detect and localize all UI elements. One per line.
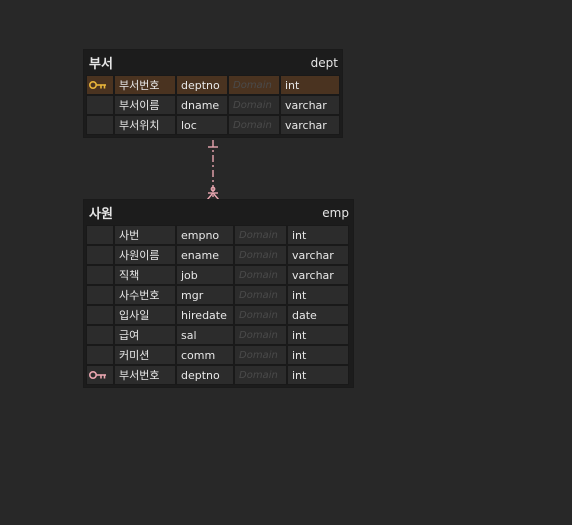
column-logical-name[interactable]: 부서이름 bbox=[114, 95, 176, 115]
column-data-type[interactable]: int bbox=[287, 225, 349, 245]
column-data-type[interactable]: varchar bbox=[280, 95, 340, 115]
column-domain[interactable]: Domain bbox=[234, 225, 287, 245]
column-data-type[interactable]: int bbox=[287, 325, 349, 345]
foreign-key-icon bbox=[86, 365, 114, 385]
table-emp[interactable]: 사원 emp 사번 empno Domain int 사원이름 ename Do… bbox=[84, 200, 353, 387]
key-cell bbox=[86, 95, 114, 115]
column-data-type[interactable]: date bbox=[287, 305, 349, 325]
table-row[interactable]: 사원이름 ename Domain varchar bbox=[86, 245, 351, 265]
column-logical-name[interactable]: 부서위치 bbox=[114, 115, 176, 135]
zero-circle-marker bbox=[210, 186, 216, 192]
column-physical-name[interactable]: ename bbox=[176, 245, 234, 265]
column-domain[interactable]: Domain bbox=[228, 115, 280, 135]
column-data-type[interactable]: int bbox=[287, 345, 349, 365]
column-domain[interactable]: Domain bbox=[234, 325, 287, 345]
table-row[interactable]: 커미션 comm Domain int bbox=[86, 345, 351, 365]
column-physical-name[interactable]: comm bbox=[176, 345, 234, 365]
column-logical-name[interactable]: 입사일 bbox=[114, 305, 176, 325]
column-data-type[interactable]: int bbox=[287, 285, 349, 305]
column-data-type[interactable]: varchar bbox=[287, 245, 349, 265]
table-logical-name: 사원 bbox=[89, 207, 113, 222]
column-domain[interactable]: Domain bbox=[234, 305, 287, 325]
table-row[interactable]: 입사일 hiredate Domain date bbox=[86, 305, 351, 325]
key-cell bbox=[86, 285, 114, 305]
column-physical-name[interactable]: hiredate bbox=[176, 305, 234, 325]
crows-foot-right bbox=[212, 192, 220, 201]
column-physical-name[interactable]: loc bbox=[176, 115, 228, 135]
key-cell bbox=[86, 115, 114, 135]
primary-key-icon bbox=[86, 75, 114, 95]
column-physical-name[interactable]: dname bbox=[176, 95, 228, 115]
table-logical-name: 부서 bbox=[89, 57, 113, 72]
column-domain[interactable]: Domain bbox=[228, 75, 280, 95]
key-cell bbox=[86, 225, 114, 245]
column-logical-name[interactable]: 급여 bbox=[114, 325, 176, 345]
column-logical-name[interactable]: 사원이름 bbox=[114, 245, 176, 265]
key-cell bbox=[86, 325, 114, 345]
table-physical-name: emp bbox=[322, 205, 349, 220]
table-header[interactable]: 부서 dept bbox=[84, 50, 342, 75]
column-data-type[interactable]: int bbox=[280, 75, 340, 95]
table-row[interactable]: 급여 sal Domain int bbox=[86, 325, 351, 345]
column-logical-name[interactable]: 커미션 bbox=[114, 345, 176, 365]
column-physical-name[interactable]: empno bbox=[176, 225, 234, 245]
column-logical-name[interactable]: 사번 bbox=[114, 225, 176, 245]
column-domain[interactable]: Domain bbox=[234, 245, 287, 265]
key-cell bbox=[86, 265, 114, 285]
column-domain[interactable]: Domain bbox=[234, 265, 287, 285]
table-physical-name: dept bbox=[310, 55, 338, 70]
column-logical-name[interactable]: 부서번호 bbox=[114, 365, 176, 385]
table-row[interactable]: 부서이름 dname Domain varchar bbox=[86, 95, 340, 115]
column-data-type[interactable]: varchar bbox=[287, 265, 349, 285]
column-physical-name[interactable]: deptno bbox=[176, 75, 228, 95]
key-cell bbox=[86, 345, 114, 365]
table-dept[interactable]: 부서 dept 부서번호 deptno Domain int bbox=[84, 50, 342, 137]
table-row[interactable]: 직책 job Domain varchar bbox=[86, 265, 351, 285]
table-row[interactable]: 부서번호 deptno Domain int bbox=[86, 365, 351, 385]
key-cell bbox=[86, 305, 114, 325]
column-logical-name[interactable]: 부서번호 bbox=[114, 75, 176, 95]
table-row[interactable]: 사번 empno Domain int bbox=[86, 225, 351, 245]
column-physical-name[interactable]: deptno bbox=[176, 365, 234, 385]
key-cell bbox=[86, 245, 114, 265]
column-physical-name[interactable]: mgr bbox=[176, 285, 234, 305]
column-physical-name[interactable]: job bbox=[176, 265, 234, 285]
table-header[interactable]: 사원 emp bbox=[84, 200, 353, 225]
column-logical-name[interactable]: 직책 bbox=[114, 265, 176, 285]
column-domain[interactable]: Domain bbox=[234, 365, 287, 385]
column-domain[interactable]: Domain bbox=[234, 345, 287, 365]
column-logical-name[interactable]: 사수번호 bbox=[114, 285, 176, 305]
table-row[interactable]: 부서위치 loc Domain varchar bbox=[86, 115, 340, 135]
column-data-type[interactable]: varchar bbox=[280, 115, 340, 135]
table-row[interactable]: 부서번호 deptno Domain int bbox=[86, 75, 340, 95]
table-row[interactable]: 사수번호 mgr Domain int bbox=[86, 285, 351, 305]
column-physical-name[interactable]: sal bbox=[176, 325, 234, 345]
crows-foot-left bbox=[206, 192, 214, 201]
column-domain[interactable]: Domain bbox=[234, 285, 287, 305]
column-data-type[interactable]: int bbox=[287, 365, 349, 385]
column-domain[interactable]: Domain bbox=[228, 95, 280, 115]
